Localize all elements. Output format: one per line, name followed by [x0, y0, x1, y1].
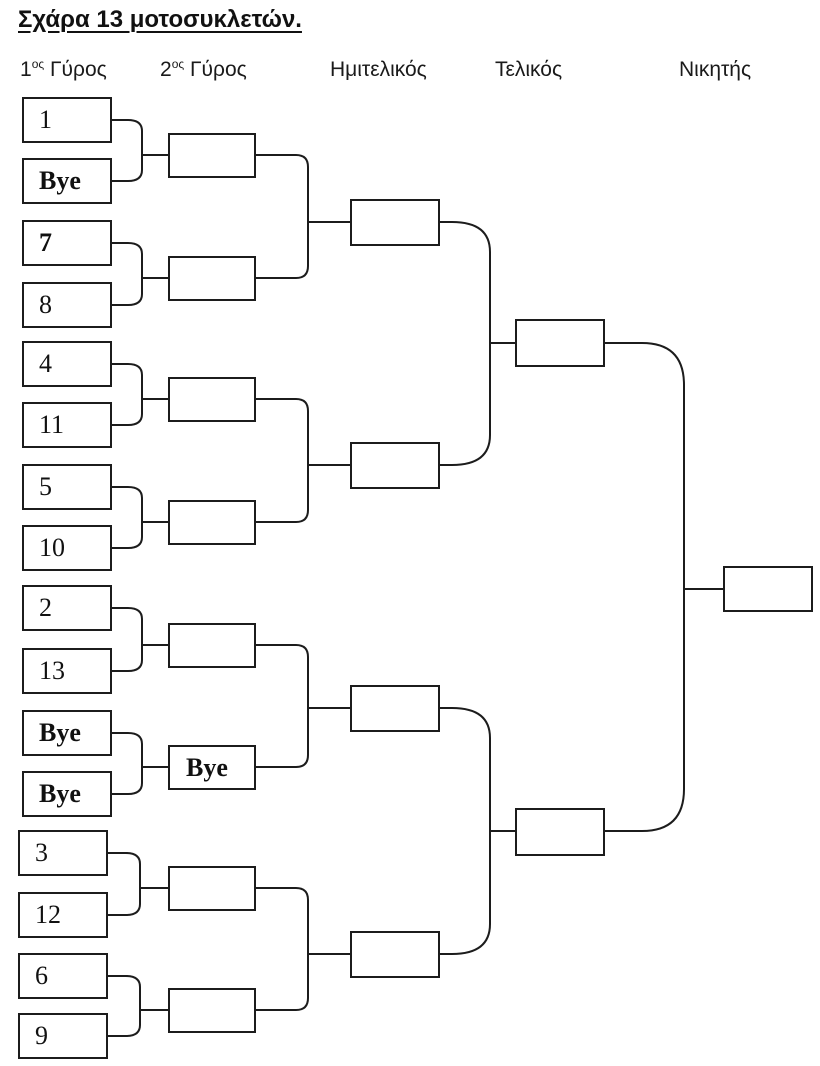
round1-slot-9-label: 2 [39, 593, 52, 622]
round1-slot-14-label: 12 [35, 900, 61, 929]
connector-sf-pair2 [440, 707, 515, 955]
connector-r2-pair2 [256, 398, 350, 523]
round2-slot-7 [168, 866, 256, 911]
round1-slot-10-label: 13 [39, 656, 65, 685]
round1-slot-13-label: 3 [35, 838, 48, 867]
round1-slot-1-label: 1 [39, 105, 52, 134]
connector-r2-pair1 [256, 154, 350, 279]
page-title: Σχάρα 13 μοτοσυκλετών. [18, 6, 302, 33]
semifinal-slot-2 [350, 442, 440, 489]
column-header-semifinal-text: Ημιτελικός [330, 58, 427, 81]
column-header-round2-text: Γύρος [184, 58, 247, 81]
connector-r1-pair6 [112, 732, 168, 795]
connector-r1-pair7 [108, 852, 168, 916]
round1-slot-16-label: 9 [35, 1021, 48, 1050]
round1-slot-15: 6 [18, 953, 108, 999]
winner-slot [723, 566, 813, 612]
round2-slot-3 [168, 377, 256, 422]
round1-slot-7: 5 [22, 464, 112, 510]
column-header-final-text: Τελικός [495, 58, 563, 81]
connector-r2-pair4 [256, 887, 350, 1011]
final-slot-1 [515, 319, 605, 367]
round2-slot-6-label: Bye [186, 752, 228, 782]
round1-slot-14: 12 [18, 892, 108, 938]
column-header-round1-ordinal: ος [31, 57, 45, 71]
column-header-winner-text: Νικητής [679, 58, 752, 81]
semifinal-slot-1 [350, 199, 440, 246]
round1-slot-5: 4 [22, 341, 112, 387]
column-header-round1-text: Γύρος [44, 58, 107, 81]
connector-sf-pair1 [440, 221, 515, 466]
round1-slot-5-label: 4 [39, 349, 52, 378]
column-header-round2: 2ος Γύρος [160, 58, 247, 82]
round1-slot-12-label: Bye [39, 779, 81, 808]
round1-slot-16: 9 [18, 1013, 108, 1059]
connector-r1-pair8 [108, 975, 168, 1037]
connector-r2-pair3 [256, 644, 350, 768]
round2-slot-1 [168, 133, 256, 178]
round2-slot-8 [168, 988, 256, 1033]
semifinal-slot-3 [350, 685, 440, 732]
column-header-round2-ordinal: ος [171, 57, 185, 71]
round1-slot-6-label: 11 [39, 410, 65, 439]
round1-slot-10: 13 [22, 648, 112, 694]
connector-final-pair [605, 342, 723, 832]
connector-r1-pair1 [112, 119, 168, 182]
round2-slot-5 [168, 623, 256, 668]
round1-slot-9: 2 [22, 585, 112, 631]
round1-slot-3: 7 [22, 220, 112, 266]
round2-slot-6: Bye [168, 745, 256, 790]
round1-slot-2-label: Bye [39, 166, 81, 195]
connector-r1-pair5 [112, 607, 168, 672]
final-slot-2 [515, 808, 605, 856]
round1-slot-4-label: 8 [39, 290, 52, 319]
round2-slot-4 [168, 500, 256, 545]
round1-slot-12: Bye [22, 771, 112, 817]
round1-slot-11: Bye [22, 710, 112, 756]
connector-r1-pair2 [112, 242, 168, 306]
column-header-final: Τελικός [495, 58, 562, 82]
round2-slot-2 [168, 256, 256, 301]
column-header-winner: Νικητής [679, 58, 751, 82]
connector-r1-pair4 [112, 486, 168, 549]
column-header-round2-num: 2 [160, 58, 172, 81]
round1-slot-4: 8 [22, 282, 112, 328]
round1-slot-8-label: 10 [39, 533, 65, 562]
column-header-round1-num: 1 [20, 58, 32, 81]
column-header-semifinal: Ημιτελικός [330, 58, 427, 82]
round1-slot-3-label: 7 [39, 228, 52, 257]
round1-slot-15-label: 6 [35, 961, 48, 990]
round1-slot-6: 11 [22, 402, 112, 448]
semifinal-slot-4 [350, 931, 440, 978]
column-header-round1: 1ος Γύρος [20, 58, 107, 82]
round1-slot-7-label: 5 [39, 472, 52, 501]
round1-slot-2: Bye [22, 158, 112, 204]
round1-slot-13: 3 [18, 830, 108, 876]
round1-slot-11-label: Bye [39, 718, 81, 747]
round1-slot-8: 10 [22, 525, 112, 571]
connector-r1-pair3 [112, 363, 168, 426]
round1-slot-1: 1 [22, 97, 112, 143]
